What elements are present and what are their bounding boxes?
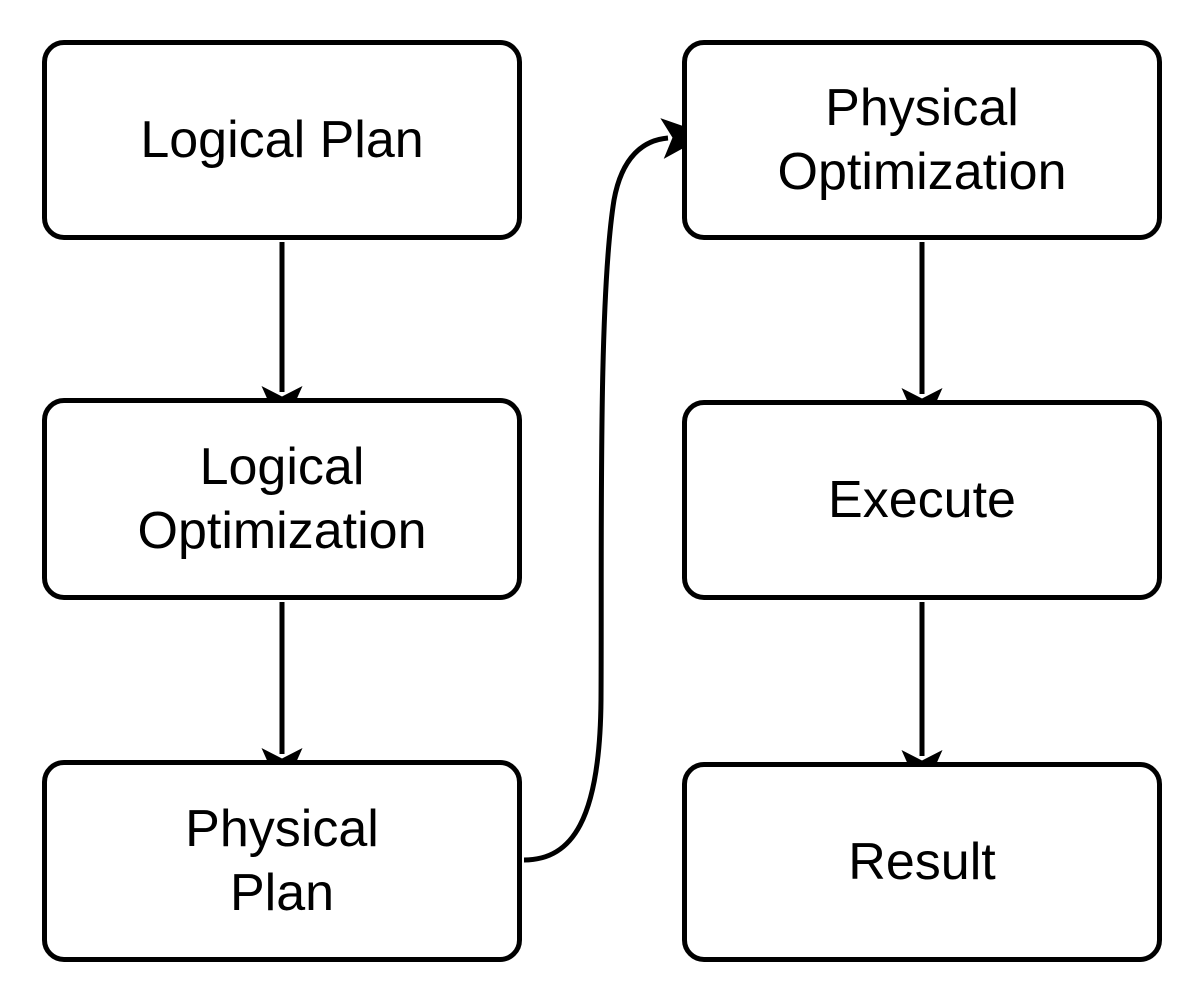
- node-result[interactable]: Result: [682, 762, 1162, 962]
- node-physical-plan-label: Physical Plan: [185, 800, 379, 922]
- node-logical-optimization[interactable]: Logical Optimization: [42, 398, 522, 600]
- node-result-label: Result: [848, 833, 996, 891]
- node-execute[interactable]: Execute: [682, 400, 1162, 600]
- node-logical-optimization-label: Logical Optimization: [137, 438, 427, 560]
- node-logical-plan-label: Logical Plan: [140, 111, 424, 169]
- node-logical-plan[interactable]: Logical Plan: [42, 40, 522, 240]
- node-physical-plan[interactable]: Physical Plan: [42, 760, 522, 962]
- node-execute-label: Execute: [828, 471, 1016, 529]
- node-physical-optimization-label: Physical Optimization: [777, 79, 1067, 201]
- edge-physical-plan-to-physical-optimization: [523, 118, 708, 863]
- node-physical-optimization[interactable]: Physical Optimization: [682, 40, 1162, 240]
